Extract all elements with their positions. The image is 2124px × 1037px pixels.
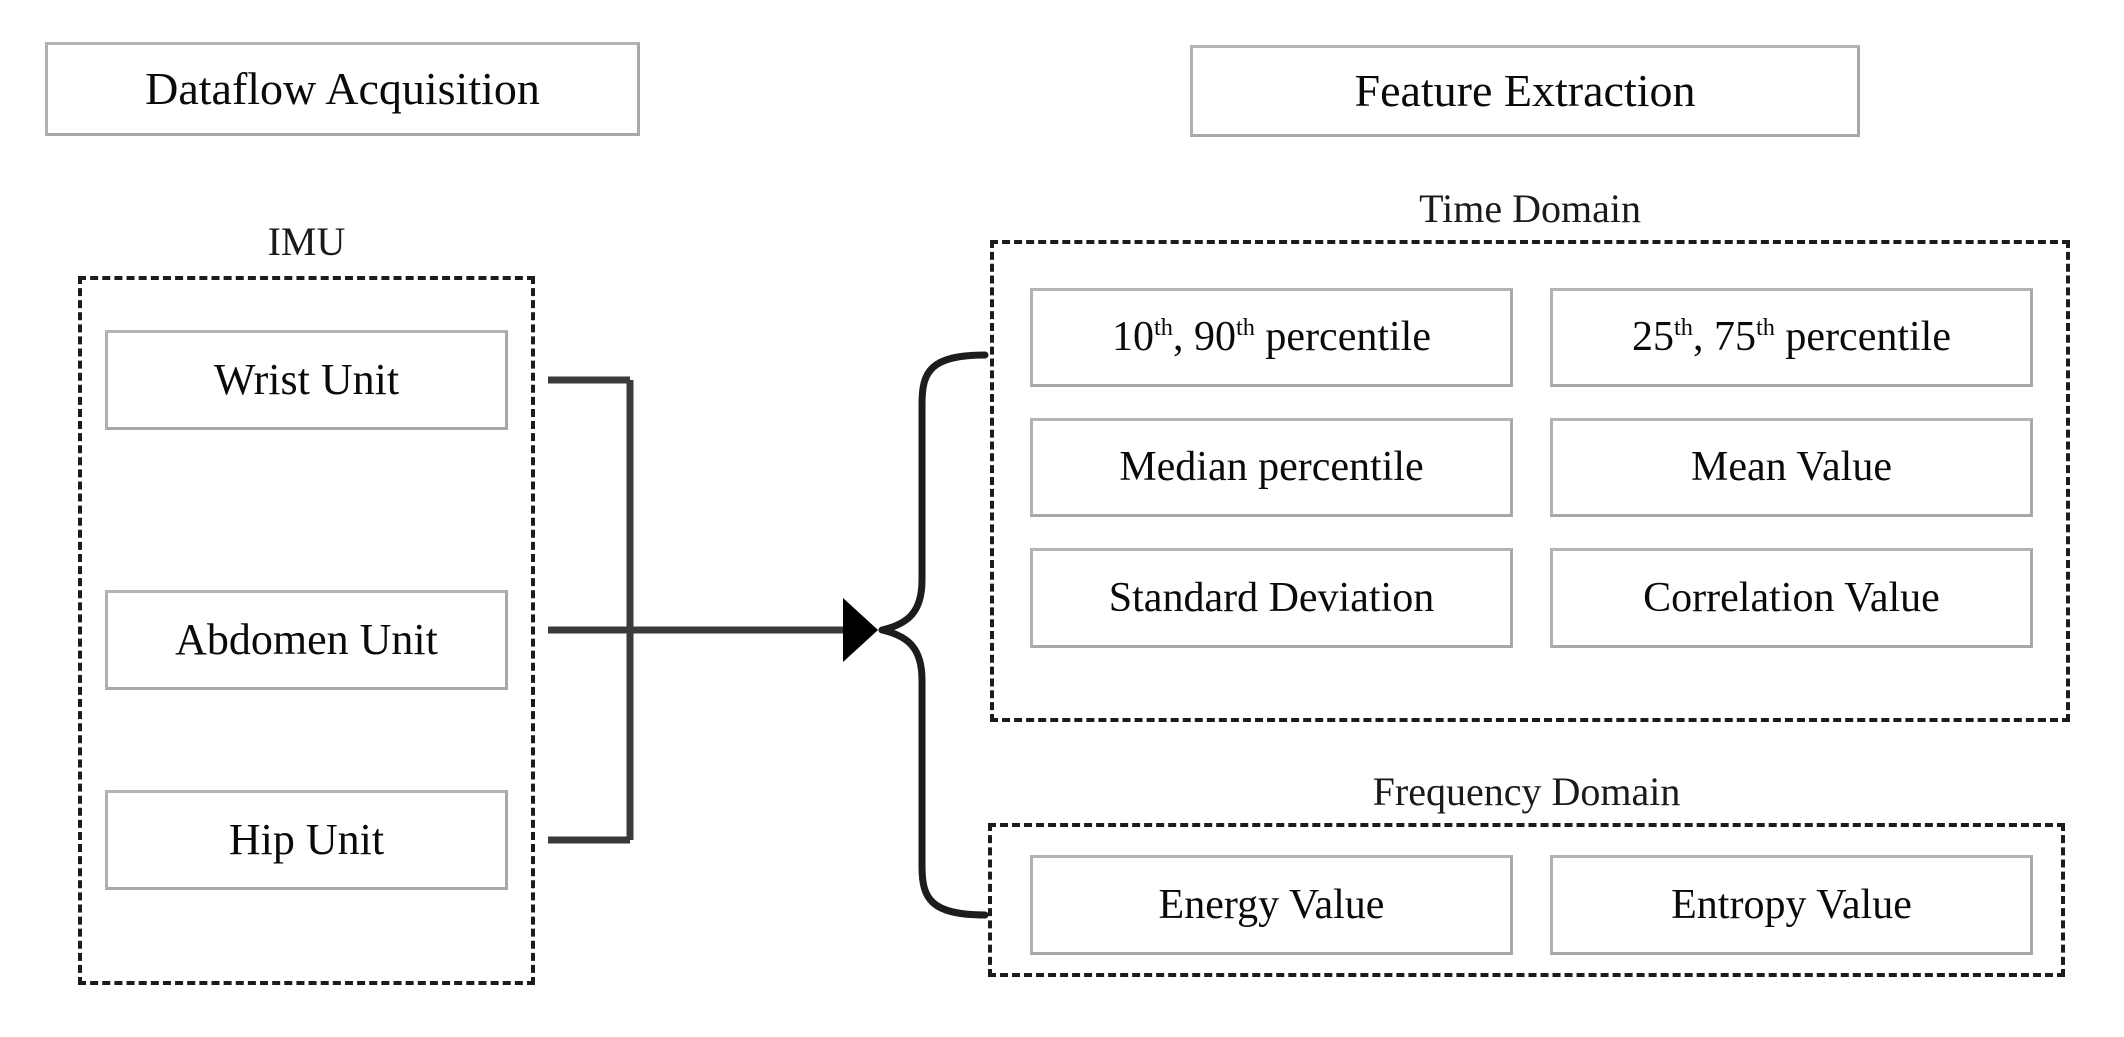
frequency-domain-caption: Frequency Domain xyxy=(1372,769,1681,814)
imu-group-container xyxy=(78,276,535,985)
feature-extraction-title-label: Feature Extraction xyxy=(1354,64,1696,116)
dataflow-arrow-head xyxy=(843,598,878,662)
frequency-domain-container xyxy=(988,823,2065,977)
feature-label-correlation-value: Correlation Value xyxy=(1643,574,1940,621)
feature-box-percentile-25-75[interactable]: 25th, 75th percentile xyxy=(1550,288,2033,387)
hip-unit-label: Hip Unit xyxy=(228,814,385,864)
feature-label-energy-value: Energy Value xyxy=(1158,881,1385,928)
feature-box-energy-value[interactable]: Energy Value xyxy=(1030,855,1513,955)
brace-path xyxy=(878,351,989,919)
abdomen-unit-box[interactable]: Abdomen Unit xyxy=(105,590,508,690)
feature-box-percentile-10-90[interactable]: 10th, 90th percentile xyxy=(1030,288,1513,387)
abdomen-unit-label: Abdomen Unit xyxy=(175,614,438,664)
imu-merge-bus xyxy=(548,376,634,844)
time-domain-caption: Time Domain xyxy=(1419,186,1641,231)
feature-label-percentile-25-75: 25th, 75th percentile xyxy=(1632,314,1951,361)
feature-label-entropy-value: Entropy Value xyxy=(1671,881,1912,928)
feature-box-entropy-value[interactable]: Entropy Value xyxy=(1550,855,2033,955)
feature-box-mean-value[interactable]: Mean Value xyxy=(1550,418,2033,517)
feature-box-correlation-value[interactable]: Correlation Value xyxy=(1550,548,2033,648)
feature-label-median-percentile: Median percentile xyxy=(1119,444,1424,491)
wrist-unit-box[interactable]: Wrist Unit xyxy=(105,330,508,430)
time-domain-container xyxy=(990,240,2070,722)
dataflow-arrow xyxy=(548,598,878,662)
feature-label-percentile-10-90: 10th, 90th percentile xyxy=(1112,314,1431,361)
feature-box-median-percentile[interactable]: Median percentile xyxy=(1030,418,1513,517)
imu-group-caption: IMU xyxy=(267,219,346,264)
wrist-unit-label: Wrist Unit xyxy=(213,354,400,404)
feature-label-mean-value: Mean Value xyxy=(1691,444,1892,491)
hip-unit-box[interactable]: Hip Unit xyxy=(105,790,508,890)
feature-extraction-title-box: Feature Extraction xyxy=(1190,45,1860,137)
feature-box-standard-deviation[interactable]: Standard Deviation xyxy=(1030,548,1513,648)
fan-out-brace xyxy=(878,351,989,919)
dataflow-acquisition-title-label: Dataflow Acquisition xyxy=(145,62,540,114)
feature-label-standard-deviation: Standard Deviation xyxy=(1108,574,1435,621)
dataflow-acquisition-title-box: Dataflow Acquisition xyxy=(45,42,640,136)
